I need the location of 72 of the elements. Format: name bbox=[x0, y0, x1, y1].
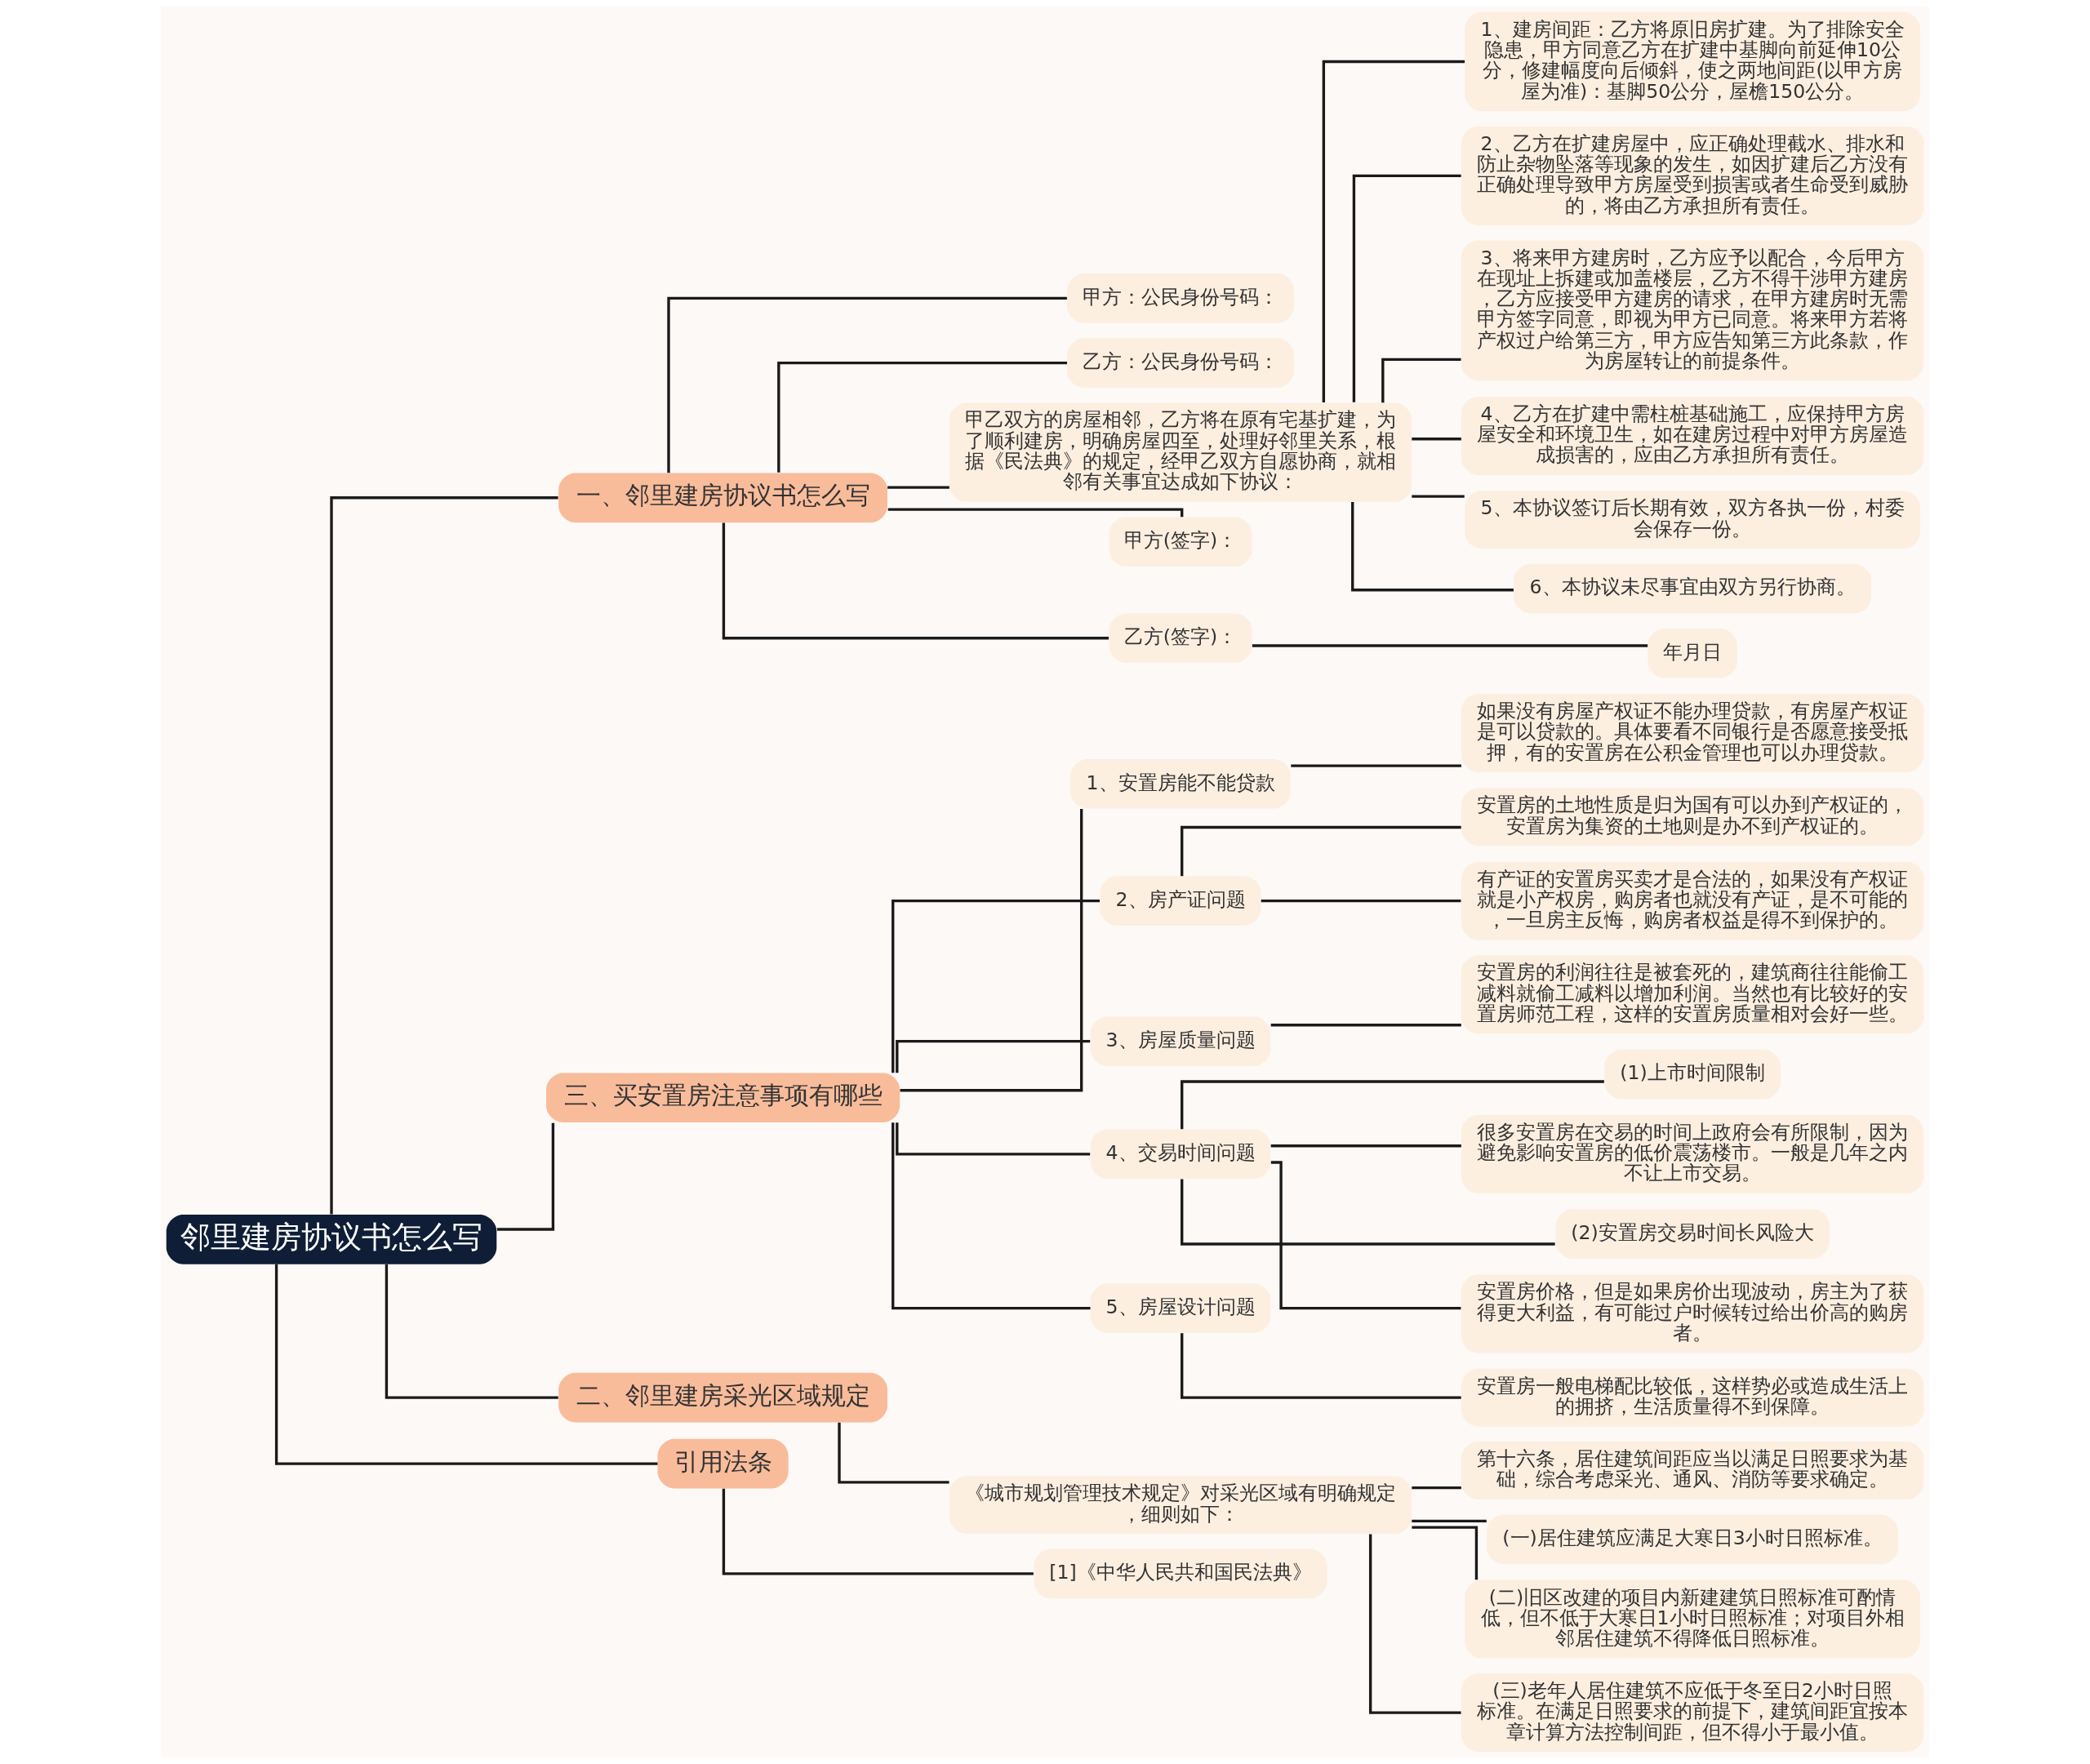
connector bbox=[1270, 1161, 1461, 1310]
connector bbox=[887, 486, 949, 489]
connector bbox=[892, 900, 1100, 1073]
node-box: 《城市规划管理技术规定》对采光区域有明确规定，细则如下： bbox=[949, 1476, 1412, 1535]
connector bbox=[385, 1264, 558, 1399]
node-box: 5、本协议签订后长期有效，双方各执一份，村委会保存一份。 bbox=[1465, 491, 1921, 549]
node-box: 甲方：公民身份号码： bbox=[1066, 273, 1295, 323]
connector bbox=[1412, 1486, 1461, 1490]
connector bbox=[1181, 1080, 1604, 1130]
connector bbox=[1252, 644, 1648, 647]
connector bbox=[1412, 1519, 1487, 1522]
connector bbox=[1270, 1144, 1461, 1148]
node-box: 邻里建房协议书怎么写 bbox=[166, 1215, 497, 1264]
node-box: 甲乙双方的房屋相邻，乙方将在原有宅基扩建，为了顺利建房，明确房屋四至，处理好邻里关系，根据《民法典》的规定，经甲乙双方自愿协商，就相邻有关事宜达成如下协议： bbox=[949, 402, 1412, 502]
connector bbox=[1181, 1333, 1461, 1399]
node-box: 4、乙方在扩建中需柱桩基础施工，应保持甲方房屋安全和环境卫生，如在建房过程中对甲方房屋造成损害的，应由乙方承担所有责任。 bbox=[1461, 396, 1924, 475]
connector bbox=[274, 1264, 658, 1465]
connector bbox=[892, 1122, 1091, 1310]
node-box: 2、乙方在扩建房屋中，应正确处理截水、排水和防止杂物坠落等现象的发生，如因扩建后乙方没有正确处理导致甲方房屋受到损害或者生命受到威胁的，将由乙方承担所有责任。 bbox=[1461, 126, 1924, 226]
connector bbox=[1412, 1526, 1479, 1580]
node-box: 6、本协议未尽事宜由双方另行协商。 bbox=[1513, 563, 1872, 614]
connector bbox=[900, 809, 1083, 1092]
connector bbox=[1270, 1024, 1461, 1027]
connector bbox=[1368, 1534, 1461, 1714]
node-box: 安置房价格，但是如果房价出现波动，房主为了获得更大利益，有可能过户时候转过给出价高的购房者。 bbox=[1461, 1274, 1924, 1353]
node-box: 安置房一般电梯配比较低，这样势必或造成生活上的拥挤，生活质量得不到保障。 bbox=[1461, 1368, 1924, 1427]
node-box: 2、房产证问题 bbox=[1100, 876, 1261, 926]
connector bbox=[1381, 358, 1461, 403]
node-box: 年月日 bbox=[1648, 628, 1737, 678]
node-box: 有产证的安置房买卖才是合法的，如果没有产权证就是小产权房，购房者也就没有产证，是不可能的，一旦房主反悔，购房者权益是得不到保护的。 bbox=[1461, 861, 1924, 940]
node-box: 三、买安置房注意事项有哪些 bbox=[545, 1073, 900, 1123]
connector bbox=[1351, 502, 1514, 592]
node-box: (三)老年人居住建筑不应低于冬至日2小时日照标准。在满足日照要求的前提下，建筑间距宜按本章计算方法控制间距，但不得小于最小值。 bbox=[1461, 1673, 1924, 1753]
node-box: 甲方(签字)： bbox=[1109, 517, 1252, 567]
node-box: (二)旧区改建的项目内新建建筑日照标准可酌情低，但不低于大寒日1小时日照标准；对项目外相邻居住建筑不得降低日照标准。 bbox=[1465, 1580, 1921, 1659]
node-box: 3、房屋质量问题 bbox=[1090, 1016, 1271, 1066]
connector bbox=[1181, 825, 1461, 877]
connector bbox=[1322, 60, 1465, 403]
connector bbox=[1291, 764, 1461, 767]
node-box: 一、邻里建房协议书怎么写 bbox=[558, 473, 887, 523]
node-box: 安置房的利润往往是被套死的，建筑商往往能偷工减料就偷工减料以增加利润。当然也有比较好的安置房师范工程，这样的安置房质量相对会好一些。 bbox=[1461, 955, 1924, 1034]
node-box: 3、将来甲方建房时，乙方应予以配合，今后甲方在现址上拆建或加盖楼层，乙方不得干涉甲方建房，乙方应接受甲方建房的请求，在甲方建房时无需甲方签字同意，即视为甲方已同意。将来甲方若将产权过户给第三方，甲方应告知第三方此条款，作为房屋转让的前提条件。 bbox=[1461, 240, 1924, 381]
node-box: 乙方：公民身份号码： bbox=[1066, 338, 1295, 388]
node-box: 4、交易时间问题 bbox=[1090, 1129, 1271, 1180]
node-box: [1]《中华人民共和国民法典》 bbox=[1034, 1548, 1327, 1599]
connector bbox=[1261, 900, 1461, 903]
node-box: 5、房屋设计问题 bbox=[1090, 1283, 1271, 1333]
connector bbox=[330, 496, 558, 1215]
node-box: (2)安置房交易时间长风险大 bbox=[1555, 1209, 1830, 1259]
connector bbox=[1352, 174, 1461, 402]
node-box: 二、邻里建房采光区域规定 bbox=[558, 1372, 887, 1423]
connector bbox=[838, 1422, 949, 1484]
node-box: 安置房的土地性质是归为国有可以办到产权证的，安置房为集资的土地则是办不到产权证的。 bbox=[1461, 788, 1924, 846]
connector bbox=[1181, 1179, 1555, 1246]
connector bbox=[896, 1039, 1091, 1073]
node-box: 乙方(签字)： bbox=[1109, 613, 1252, 664]
connector bbox=[722, 1488, 1034, 1575]
connector bbox=[777, 361, 1067, 473]
node-box: 引用法条 bbox=[657, 1438, 789, 1489]
connector bbox=[1412, 495, 1465, 498]
connector bbox=[667, 296, 1067, 473]
node-box: 如果没有房屋产权证不能办理贷款，有房屋产权证是可以贷款的。具体要看不同银行是否愿意接受抵押，有的安置房在公积金管理也可以办理贷款。 bbox=[1461, 694, 1924, 773]
connector bbox=[496, 1122, 555, 1231]
node-box: (1)上市时间限制 bbox=[1604, 1049, 1781, 1100]
node-box: 1、建房间距：乙方将原旧房扩建。为了排除安全隐患，甲方同意乙方在扩建中基脚向前延伸10公分，修建幅度向后倾斜，使之两地间距(以甲方房屋为准)：基脚50公分，屋檐150公分。 bbox=[1465, 11, 1921, 112]
node-box: (一)居住建筑应满足大寒日3小时日照标准。 bbox=[1487, 1514, 1899, 1565]
node-box: 1、安置房能不能贷款 bbox=[1070, 759, 1291, 809]
connector bbox=[722, 522, 1109, 640]
connector bbox=[896, 1122, 1091, 1156]
node-box: 第十六条，居住建筑间距应当以满足日照要求为基础，综合考虑采光、通风、消防等要求确定。 bbox=[1461, 1442, 1924, 1500]
connector bbox=[1412, 438, 1461, 441]
node-box: 很多安置房在交易的时间上政府会有所限制，因为避免影响安置房的低价震荡楼市。一般是几年之内不让上市交易。 bbox=[1461, 1114, 1924, 1193]
